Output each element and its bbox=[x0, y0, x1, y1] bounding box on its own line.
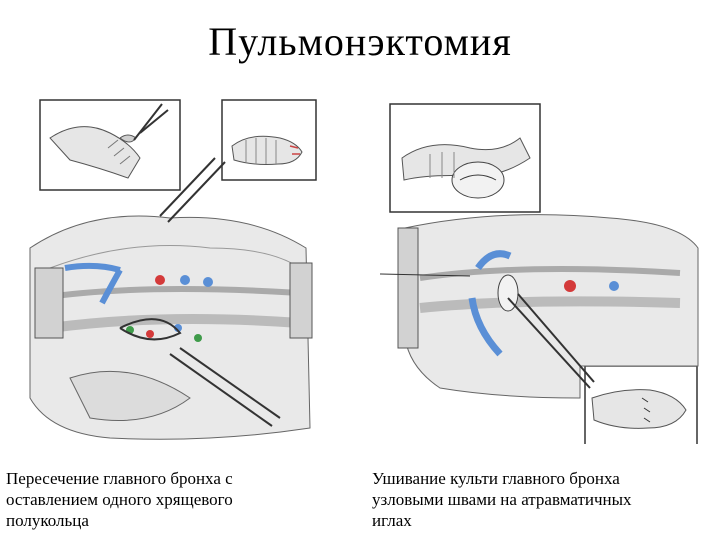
right-caption: Ушивание культи главного бронха узловыми… bbox=[372, 469, 632, 530]
bronchus-transection-illustration bbox=[29, 99, 317, 440]
operative-field bbox=[380, 214, 699, 399]
inset-bronchus-stump-detail bbox=[221, 99, 317, 181]
inset-sutured-bronchus-top bbox=[389, 103, 541, 213]
bronchus-stump-suturing-illustration bbox=[380, 103, 699, 444]
slide-title: Пульмонэктомия bbox=[208, 19, 512, 64]
inset-closed-stump-bottom bbox=[584, 365, 698, 444]
left-caption: Пересечение главного бронха с оставление… bbox=[6, 469, 233, 530]
operative-field bbox=[29, 157, 313, 440]
inset-scissors-detail bbox=[39, 99, 181, 191]
